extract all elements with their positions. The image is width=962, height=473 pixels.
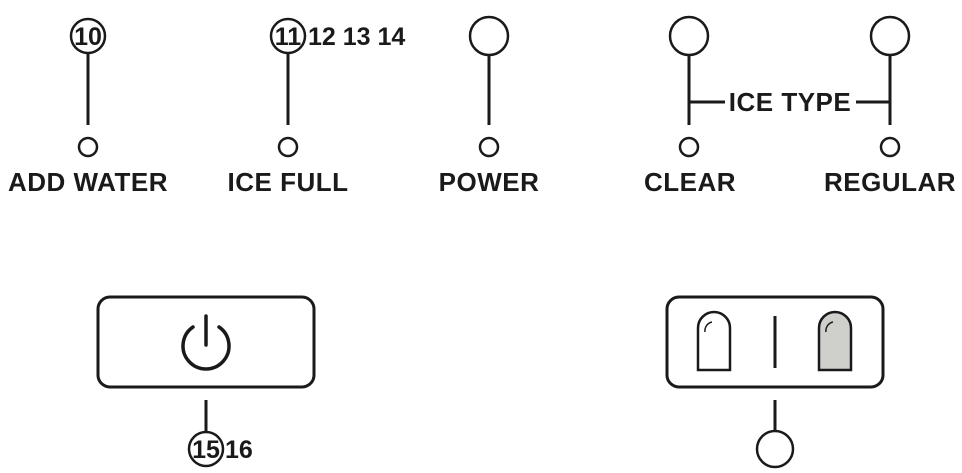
regular-label: REGULAR	[824, 167, 956, 197]
callout-circle-15	[187, 430, 225, 468]
callout-circle-empty	[468, 15, 510, 57]
ice-type-bracket-left	[687, 56, 725, 104]
callout-number-10: 10	[74, 23, 102, 51]
clear-led	[678, 136, 700, 158]
callout-numbers-12-13-14: 12 13 14	[308, 23, 405, 51]
power-icon	[181, 314, 231, 371]
callout-circle-empty	[869, 15, 911, 57]
power-led	[478, 136, 500, 158]
clear-ice-icon	[696, 310, 732, 372]
ice-type-label: ICE TYPE	[729, 87, 851, 117]
power-indicator-group: POWER	[439, 15, 540, 197]
add-water-indicator-group: 10 ADD WATER	[8, 17, 168, 197]
callout-number-16: 16	[225, 436, 253, 464]
add-water-label: ADD WATER	[8, 167, 168, 197]
clear-label: CLEAR	[644, 167, 736, 197]
ice-type-bracket-right	[856, 56, 892, 104]
callout-circle-11	[269, 17, 307, 55]
ice-type-button[interactable]	[665, 295, 885, 389]
ice-full-led	[277, 136, 299, 158]
power-label: POWER	[439, 167, 540, 197]
regular-led	[879, 136, 901, 158]
power-button[interactable]	[96, 295, 316, 389]
callout-number-15: 15	[192, 436, 220, 464]
callout-circle-empty	[668, 15, 710, 57]
callout-number-11: 11	[275, 23, 302, 51]
add-water-led	[77, 136, 99, 158]
callout-circle-10	[69, 17, 107, 55]
ice-full-label: ICE FULL	[228, 167, 349, 197]
ice-full-indicator-group: 11 12 13 14 ICE FULL	[228, 17, 405, 197]
ice-type-indicator-group: ICE TYPE CLEAR REGULAR	[644, 15, 956, 197]
regular-ice-icon	[817, 310, 853, 372]
callout-circle-empty	[755, 429, 795, 469]
